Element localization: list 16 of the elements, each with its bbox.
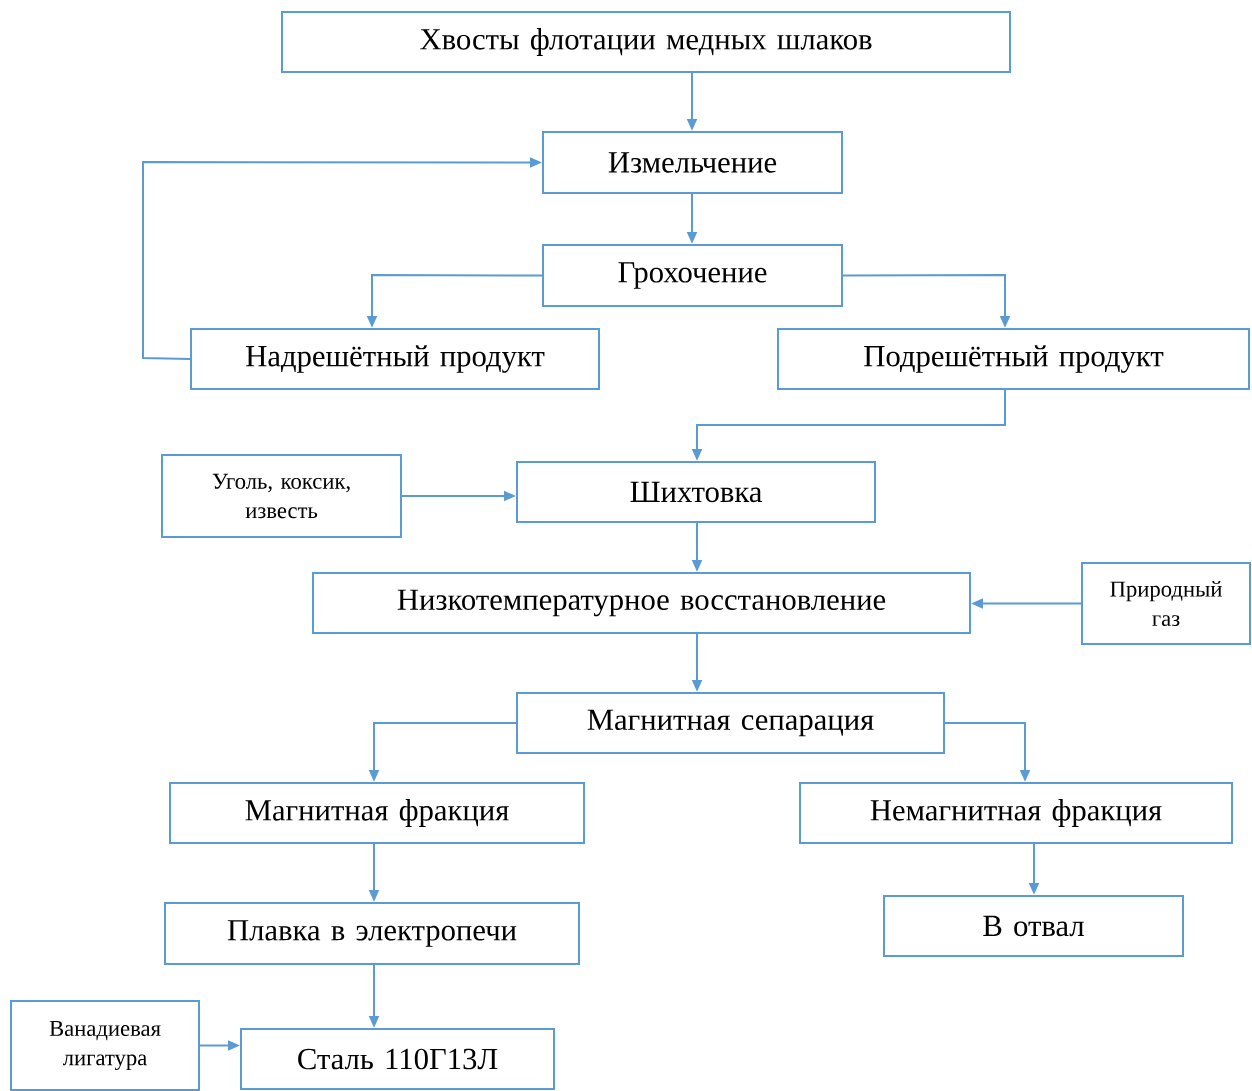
process-box: Плавка в электропечи	[164, 902, 580, 965]
process-box: Природный газ	[1081, 562, 1251, 645]
process-box: Надрешётный продукт	[190, 328, 600, 390]
process-box: Грохочение	[542, 244, 843, 307]
process-box: Магнитная фракция	[169, 782, 585, 844]
process-box: Измельчение	[542, 131, 843, 194]
process-box: Уголь, коксик, известь	[161, 454, 402, 538]
process-box: Хвосты флотации медных шлаков	[281, 11, 1011, 73]
process-box: Шихтовка	[516, 461, 876, 523]
process-box: Немагнитная фракция	[799, 782, 1233, 844]
process-box: Подрешётный продукт	[777, 328, 1250, 390]
process-box: В отвал	[883, 895, 1184, 957]
process-box: Низкотемпературное восстановление	[312, 572, 971, 634]
process-box: Магнитная сепарация	[516, 692, 945, 754]
process-box: Ванадиевая лигатура	[10, 1000, 200, 1091]
process-box: Сталь 110Г13Л	[240, 1028, 555, 1090]
